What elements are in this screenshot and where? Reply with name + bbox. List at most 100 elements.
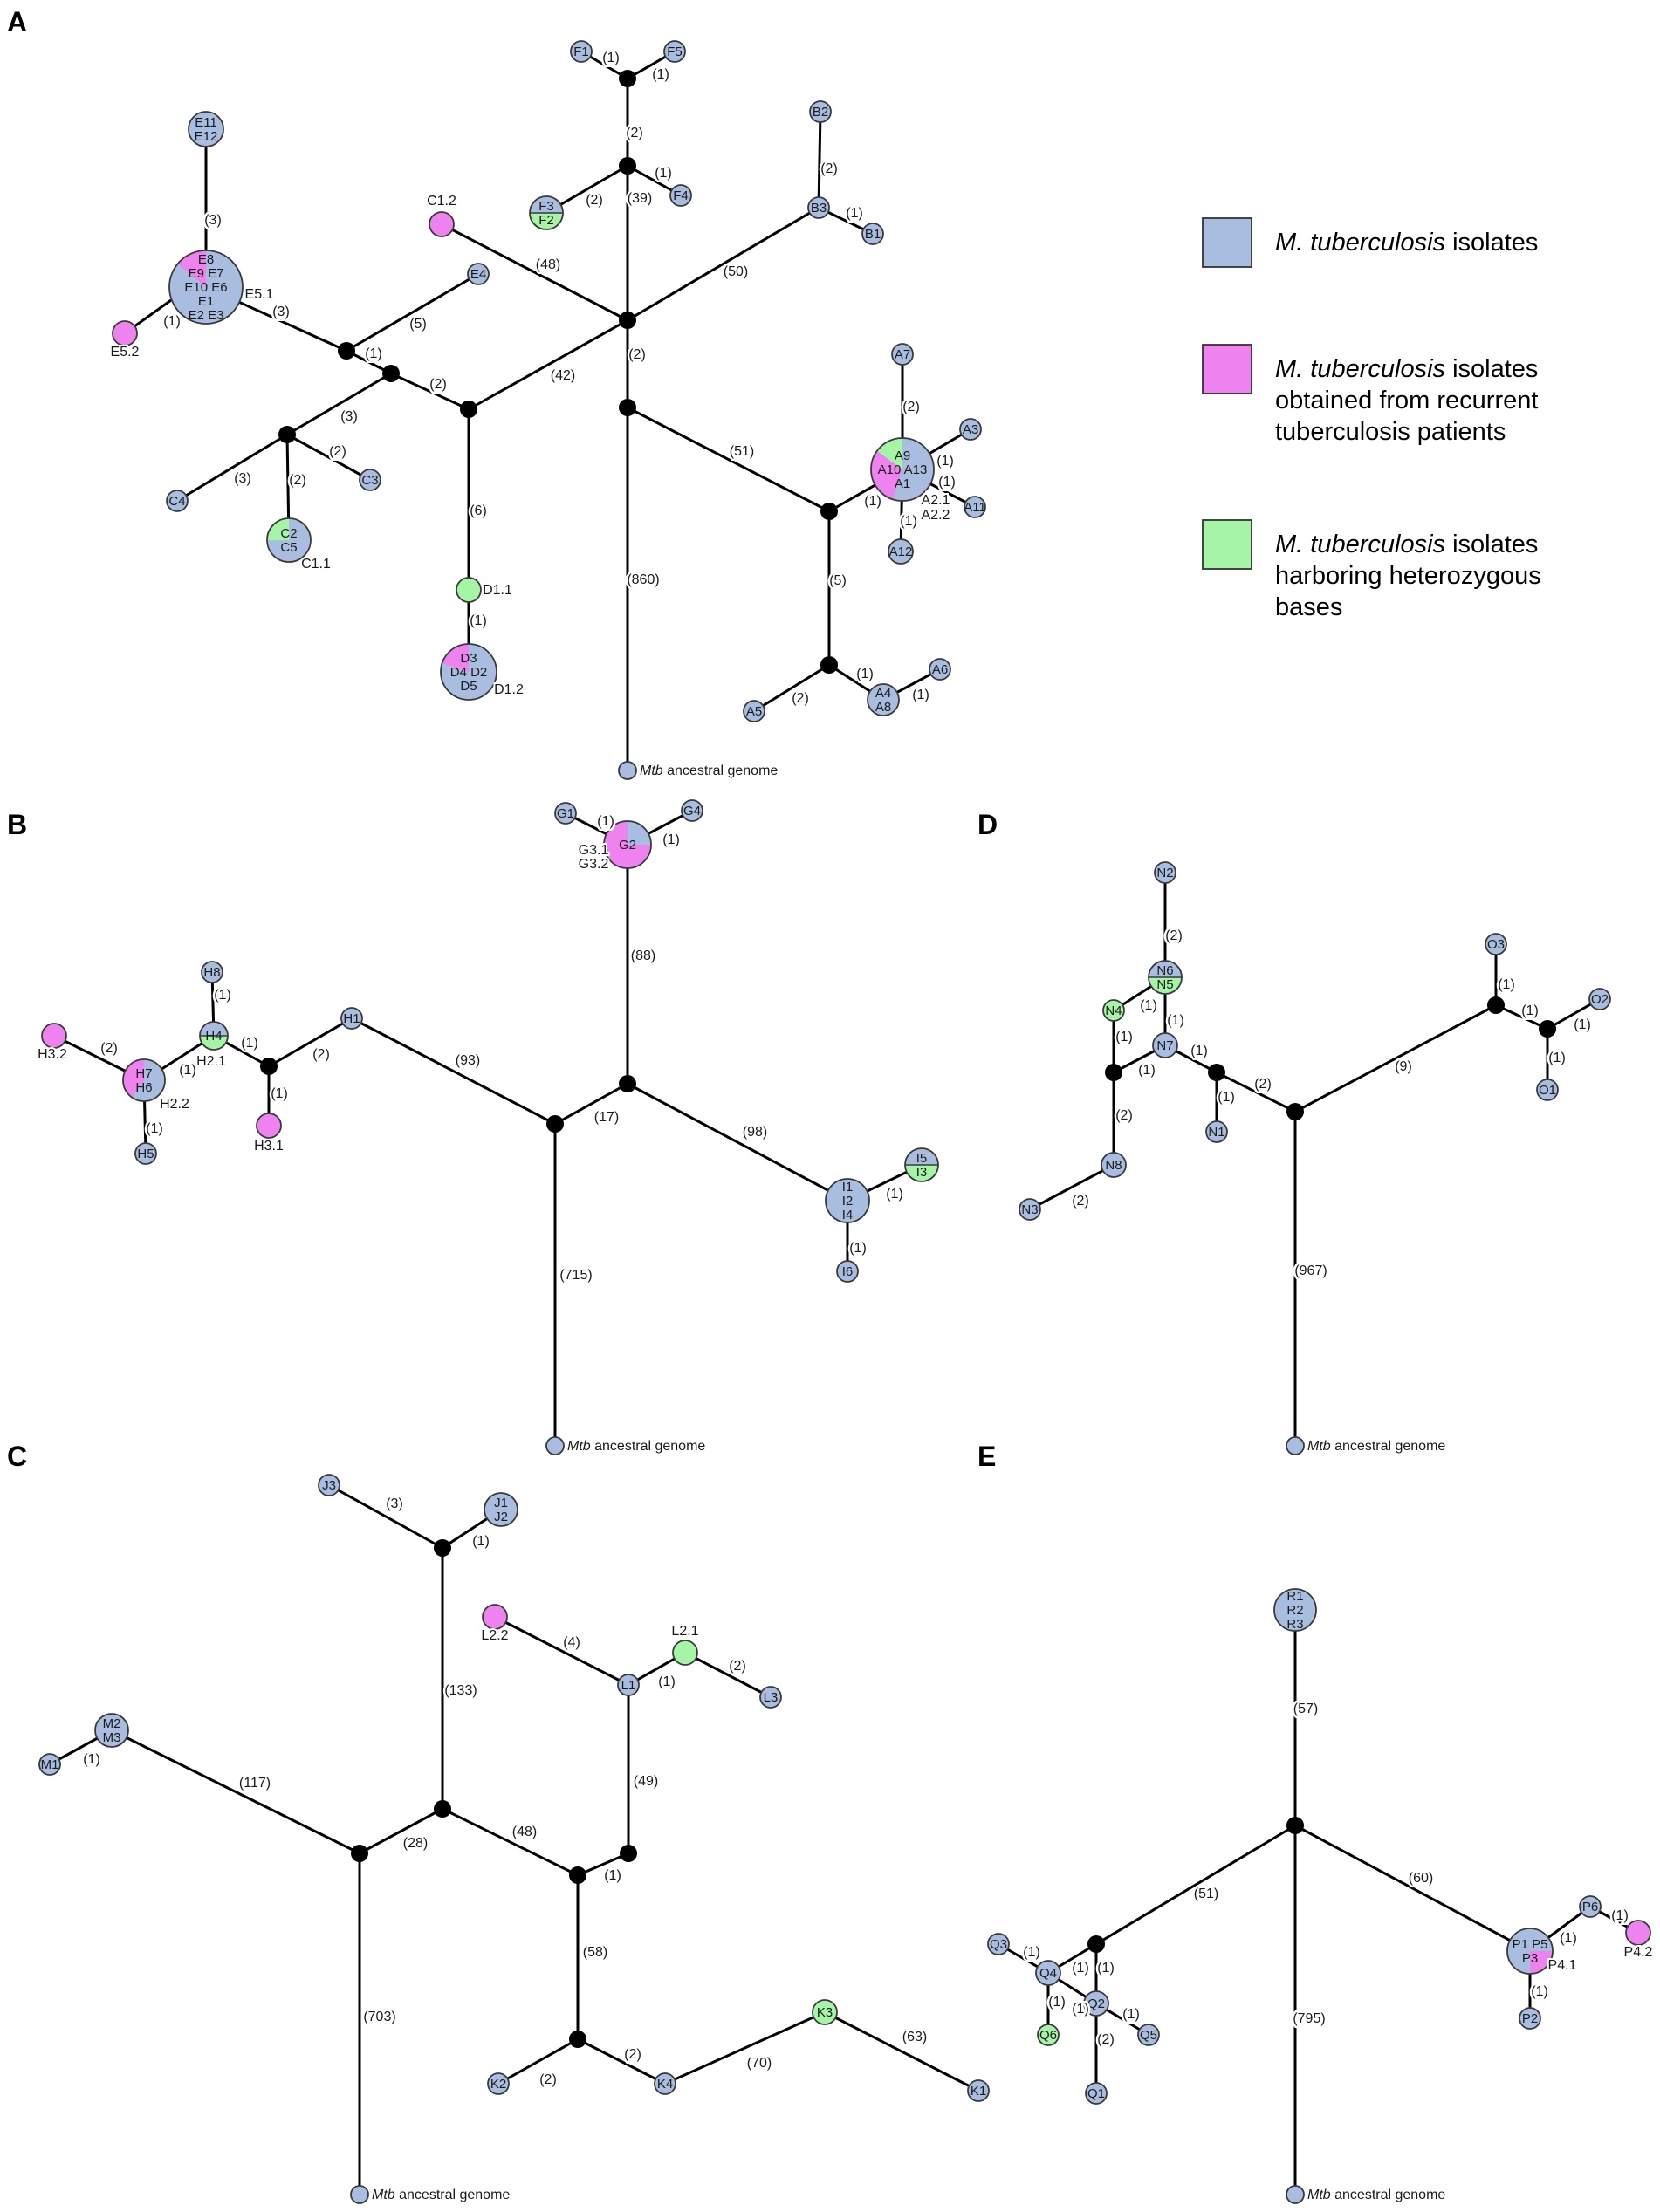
edge-weight-label: (2) (628, 347, 646, 362)
hypothetical-node (569, 1866, 586, 1884)
isolate-node: Q5 (1137, 2024, 1160, 2046)
node-label: G2 (619, 838, 636, 853)
pie-slice-isolate (628, 821, 651, 845)
hypothetical-node (1539, 1020, 1556, 1038)
node-label: D4 D2 (450, 665, 488, 680)
network-edge (577, 1852, 629, 1877)
edge-weight-label: (1) (83, 1752, 100, 1767)
pie-slice-recurrent (442, 644, 469, 672)
legend-label-hetero: M. tuberculosis isolates (1275, 531, 1538, 558)
node-label: I3 (916, 1165, 928, 1180)
isolate-node: E4 (467, 263, 490, 285)
edge-weight-label: (5) (409, 317, 427, 332)
edge-weight-label: (2) (1097, 2032, 1115, 2047)
hypothetical-node (619, 70, 636, 87)
isolate-node: N2 (1154, 861, 1176, 884)
network-edge (817, 111, 822, 209)
pie-slice-recurrent (1530, 1951, 1553, 1974)
node-label: I1 (842, 1180, 854, 1195)
isolate-node (41, 1023, 67, 1049)
node-label: B3 (811, 201, 827, 216)
node-label: H7 (135, 1066, 152, 1081)
hypothetical-node (619, 1075, 636, 1092)
isolate-node (672, 1640, 698, 1666)
edge-weight-label: (1) (856, 667, 874, 681)
edge-weight-label: (51) (1194, 1887, 1218, 1901)
edge-weight-label: (1) (214, 988, 231, 1003)
network-edge (328, 1483, 443, 1550)
panel-letter-b: B (7, 809, 27, 840)
edge-weight-label: (50) (724, 264, 748, 279)
node-label: D3 (460, 651, 477, 666)
network-edge (442, 1807, 579, 1877)
edge-weight-label: (1) (1122, 2007, 1140, 2022)
edge-weight-label: (2) (902, 400, 920, 414)
edge-weight-label: (1) (652, 67, 669, 82)
node-label: Q3 (990, 1937, 1007, 1952)
isolate-node: N8 (1101, 1152, 1127, 1178)
edge-weight-label: (1) (655, 166, 672, 181)
recurrent-sample-label: H2.2 (160, 1097, 189, 1112)
edge-weight-label: (48) (536, 257, 560, 272)
node-top-half (1149, 961, 1182, 977)
node-label: B1 (865, 227, 881, 242)
network-edge (664, 2010, 826, 2085)
node-label: H5 (137, 1147, 154, 1161)
node-label: A4 (875, 686, 891, 701)
node-label: O3 (1487, 937, 1505, 952)
node-label: L3 (764, 1690, 779, 1705)
edge-weight-label: (2) (624, 2047, 641, 2062)
legend-label-hetero: bases (1275, 593, 1342, 621)
network-edge (351, 1017, 556, 1126)
isolate-node: C4 (166, 490, 189, 512)
isolate-node: H8 (201, 961, 223, 983)
edge-weight-label: (1) (241, 1036, 258, 1051)
edge-weight-label: (2) (100, 1041, 118, 1056)
ancestral-genome-label: Mtb ancestral genome (1307, 1439, 1445, 1454)
network-edge (286, 433, 371, 482)
recurrent-sample-label: A2.1 (922, 493, 950, 508)
isolate-node: H4 (199, 1021, 229, 1051)
edge-weight-label: (28) (403, 1836, 428, 1851)
network-edge (627, 406, 830, 513)
isolate-node: N3 (1019, 1198, 1041, 1221)
node-label: P2 (1522, 2011, 1538, 2026)
node-label: N5 (1156, 977, 1173, 992)
isolate-node: Q1 (1085, 2082, 1108, 2105)
edge-weight-label: (2) (429, 377, 447, 392)
legend-label-recurrent: obtained from recurrent (1275, 387, 1538, 414)
edge-weight-label: (2) (820, 161, 838, 176)
edge-weight-label: (1) (1560, 1931, 1577, 1946)
edge-weight-label: (1) (864, 494, 881, 509)
isolate-node: F5 (663, 40, 686, 63)
node-label: M3 (103, 1730, 121, 1745)
edge-weight-label: (1) (604, 1868, 621, 1883)
isolate-node: A3 (959, 418, 982, 441)
hypothetical-node (278, 426, 296, 443)
isolate-node: I6 (836, 1260, 859, 1283)
hypothetical-node (1487, 996, 1505, 1014)
edge-weight-label: (1) (1138, 1063, 1156, 1078)
hypothetical-node (382, 365, 400, 382)
hypothetical-node (820, 503, 838, 520)
network-edge (494, 1615, 629, 1687)
hypothetical-node (434, 1800, 451, 1818)
node-label: A5 (746, 704, 762, 719)
network-edge (1294, 1824, 1531, 1953)
edge-weight-label: (1) (936, 454, 954, 469)
pie-slice-hetero (876, 438, 902, 469)
edge-weight-label: (39) (628, 191, 652, 206)
edge-weight-label: (1) (662, 832, 680, 847)
node-label: Q6 (1039, 2028, 1057, 2043)
edge-weight-label: (57) (1293, 1702, 1318, 1716)
ancestral-genome-node (1286, 1436, 1305, 1455)
node-top-half (530, 196, 563, 213)
node-label: C3 (361, 473, 378, 488)
node-label: I5 (916, 1151, 928, 1166)
isolate-node: N4 (1102, 999, 1125, 1022)
